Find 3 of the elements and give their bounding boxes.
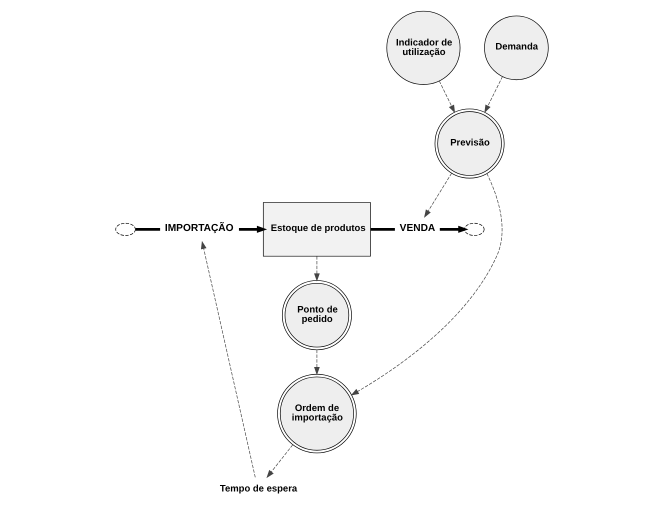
node-text: IMPORTAÇÃO [164, 223, 234, 234]
node-text: Tempo de espera [220, 483, 298, 494]
node-text: VENDA [400, 223, 436, 234]
